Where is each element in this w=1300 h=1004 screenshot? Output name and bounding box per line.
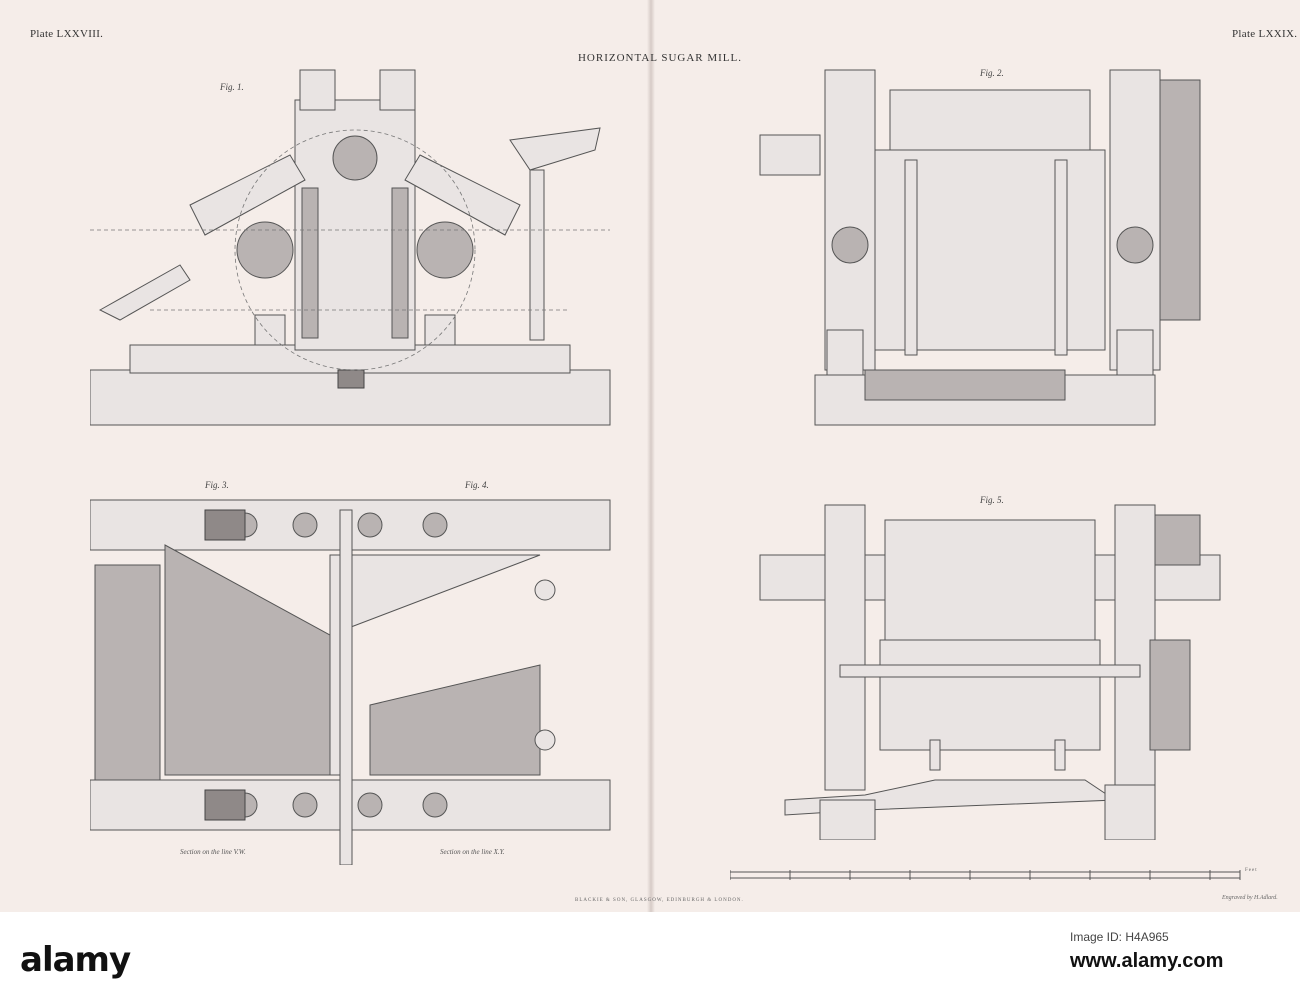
alamy-url: www.alamy.com — [1070, 950, 1224, 972]
plate-number-left: Plate LXXVIII. — [30, 28, 104, 40]
caption-section-xy: Section on the line X.Y. — [440, 848, 505, 856]
watermark-footer — [0, 912, 1300, 1004]
fig4-label: Fig. 4. — [465, 480, 489, 490]
fig2-drawing — [759, 69, 1201, 426]
image-id: Image ID: H4A965 — [1070, 930, 1169, 944]
fig2-label: Fig. 2. — [980, 68, 1004, 78]
fig1-drawing — [90, 69, 611, 426]
engraving-sheet: Plate LXXVIII. Plate LXXIX. HORIZONTAL S… — [0, 0, 1300, 912]
publisher-imprint: BLACKIE & SON, GLASGOW, EDINBURGH & LOND… — [575, 898, 744, 903]
caption-section-vw: Section on the line V.W. — [180, 848, 246, 856]
scale-unit: Feet — [1245, 868, 1258, 873]
scale-bar — [730, 870, 1241, 880]
center-fold — [647, 0, 655, 912]
plate-title: HORIZONTAL SUGAR MILL. — [577, 52, 742, 64]
fig3-label: Fig. 3. — [205, 480, 229, 490]
fig5-drawing — [759, 504, 1221, 840]
fig3-4-drawing — [90, 499, 611, 865]
plate-number-right: Plate LXXIX. — [1232, 28, 1298, 40]
fig1-label: Fig. 1. — [220, 82, 244, 92]
engraver-credit: Engraved by H.Adlard. — [1222, 895, 1278, 901]
alamy-logo: alamy — [20, 940, 131, 980]
fig5-label: Fig. 5. — [980, 495, 1004, 505]
